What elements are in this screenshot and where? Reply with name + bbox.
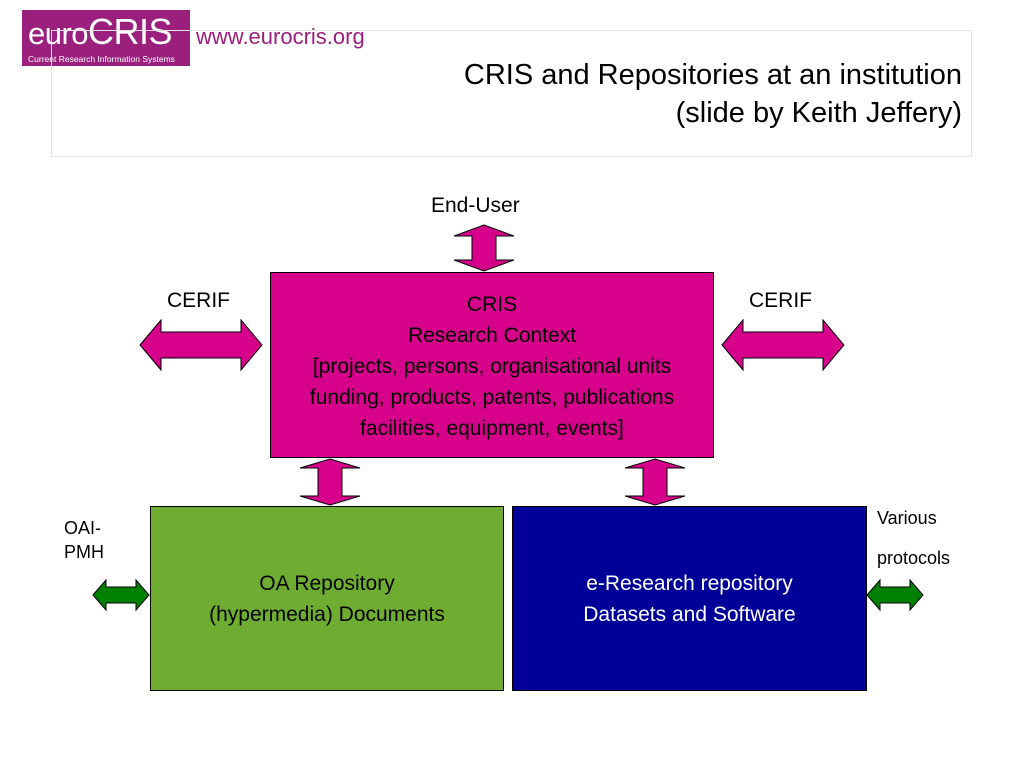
cris-oa-arrow-shape	[299, 458, 361, 506]
slide-title-line1: CRIS and Repositories at an institution	[463, 59, 962, 91]
oa-box-line: (hypermedia) Documents	[209, 602, 445, 626]
oa-repository-box: OA Repository (hypermedia) Documents	[150, 506, 504, 691]
cerif-right-label: CERIF	[749, 289, 812, 312]
header-frame	[51, 30, 972, 157]
e-research-repository-box: e-Research repository Datasets and Softw…	[512, 506, 867, 691]
oai-pmh-label-line2: PMH	[64, 542, 104, 562]
eresearch-box-line: Datasets and Software	[583, 602, 796, 626]
cerif-right-horizontal-arrow-icon	[721, 318, 845, 372]
cerif-right-arrow-shape	[721, 318, 845, 372]
end-user-arrow-shape	[453, 224, 515, 272]
slide-title-line2: (slide by Keith Jeffery)	[675, 97, 962, 129]
site-url[interactable]: www.eurocris.org	[196, 24, 365, 49]
cerif-left-arrow-shape	[139, 318, 263, 372]
end-user-label: End-User	[431, 194, 520, 217]
oai-pmh-arrow-shape	[92, 578, 150, 612]
end-user-vertical-arrow-icon	[453, 224, 515, 272]
cris-box-line: [projects, persons, organisational units	[312, 355, 672, 378]
cris-eresearch-vertical-arrow-icon	[624, 458, 686, 506]
cerif-left-label: CERIF	[167, 289, 230, 312]
cris-box-line: facilities, equipment, events]	[360, 417, 624, 440]
cris-box-line: CRIS	[466, 293, 518, 316]
various-protocols-line2: protocols	[877, 548, 951, 568]
slide-title: CRIS and Repositories at an institution …	[464, 56, 962, 132]
eurocris-logo: euroCRIS Current Research Information Sy…	[22, 10, 190, 66]
various-protocols-horizontal-arrow-icon	[866, 578, 924, 612]
various-protocols-label: Various protocols	[877, 498, 950, 578]
oai-pmh-label: OAI- PMH	[64, 516, 104, 564]
cris-box-line: funding, products, patents, publications	[309, 386, 675, 409]
oai-pmh-label-line1: OAI-	[64, 518, 102, 538]
cris-research-context-box: CRIS Research Context [projects, persons…	[270, 272, 714, 458]
eresearch-box-line: e-Research repository	[586, 571, 793, 595]
logo-tagline: Current Research Information Systems	[28, 54, 175, 64]
various-protocols-arrow-shape	[866, 578, 924, 612]
oa-box-line: OA Repository	[259, 571, 395, 595]
various-protocols-line1: Various	[877, 508, 937, 528]
oai-pmh-horizontal-arrow-icon	[92, 578, 150, 612]
cris-eresearch-arrow-shape	[624, 458, 686, 506]
cris-oa-vertical-arrow-icon	[299, 458, 361, 506]
logo-brand-main: CRIS	[88, 11, 173, 52]
logo-brand-prefix: euro	[28, 16, 89, 51]
cerif-left-horizontal-arrow-icon	[139, 318, 263, 372]
cris-box-line: Research Context	[407, 324, 577, 347]
